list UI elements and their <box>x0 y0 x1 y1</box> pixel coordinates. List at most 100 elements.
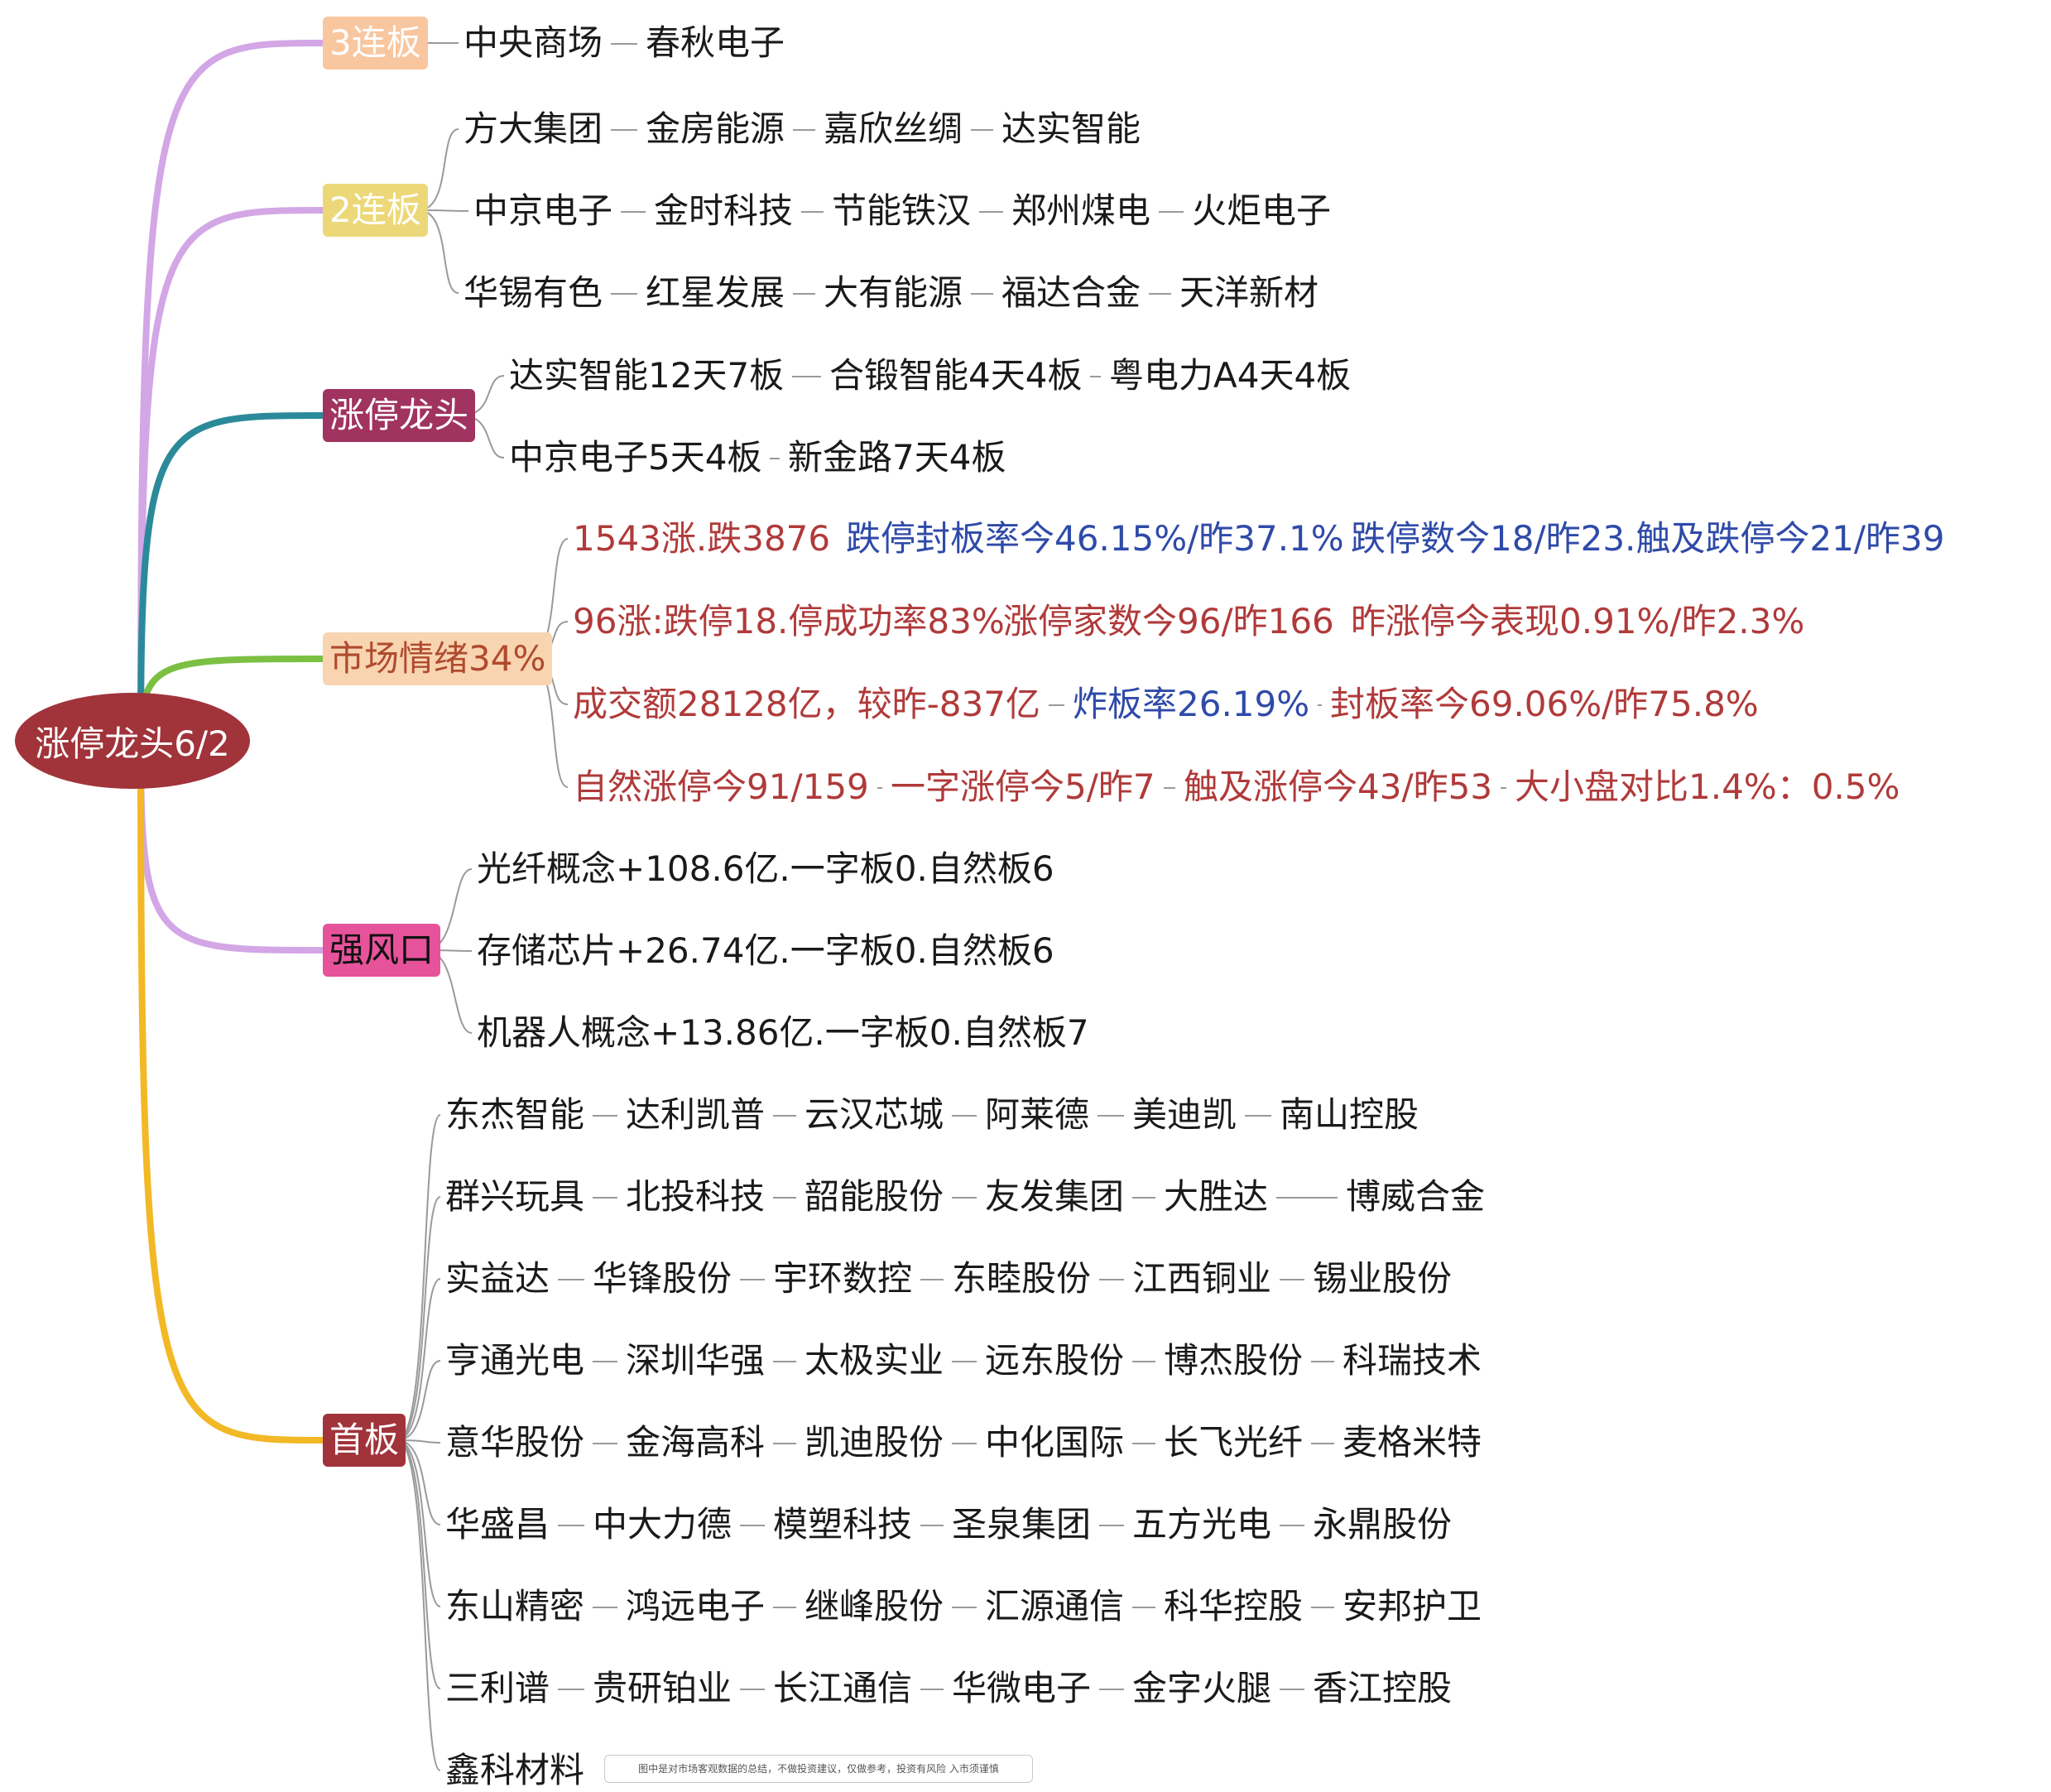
node-5-1-4[interactable]: 大胜达 <box>1164 1176 1269 1217</box>
node-3-2-2[interactable]: 封板率今69.06%/昨75.8% <box>1330 684 1759 724</box>
node-5-1-2[interactable]: 韶能股份 <box>805 1176 944 1217</box>
node-5-3-3[interactable]: 远东股份 <box>985 1340 1125 1381</box>
node-5-2-2[interactable]: 宇环数控 <box>773 1258 913 1299</box>
node-5-2-0[interactable]: 实益达 <box>445 1258 550 1299</box>
node-5-4-3[interactable]: 中化国际 <box>985 1422 1125 1463</box>
node-4-0-0[interactable]: 光纤概念+108.6亿.一字板0.自然板6 <box>477 848 1054 889</box>
branch-label-3[interactable]: 市场情绪34% <box>323 632 553 685</box>
node-5-5-5[interactable]: 永鼎股份 <box>1313 1504 1453 1545</box>
node-2-0-0[interactable]: 达实智能12天7板 <box>509 355 785 396</box>
node-5-5-1[interactable]: 中大力德 <box>593 1504 732 1545</box>
node-5-1-0[interactable]: 群兴玩具 <box>445 1176 585 1217</box>
node-5-3-5[interactable]: 科瑞技术 <box>1343 1340 1482 1381</box>
node-5-0-0[interactable]: 东杰智能 <box>445 1094 585 1135</box>
node-5-2-3[interactable]: 东睦股份 <box>952 1258 1092 1299</box>
node-connector <box>1132 1443 1155 1444</box>
node-5-5-4[interactable]: 五方光电 <box>1132 1504 1272 1545</box>
node-connector <box>773 1197 796 1199</box>
node-5-4-1[interactable]: 金海高科 <box>626 1422 766 1463</box>
node-5-3-1[interactable]: 深圳华强 <box>626 1340 766 1381</box>
node-5-7-2[interactable]: 长江通信 <box>773 1668 913 1708</box>
node-5-7-4[interactable]: 金字火腿 <box>1132 1668 1272 1708</box>
branch-label-4[interactable]: 强风口 <box>323 924 441 977</box>
node-3-1-1[interactable]: 涨停家数今96/昨166 <box>1003 601 1334 641</box>
node-1-1-4[interactable]: 火炬电子 <box>1192 190 1332 231</box>
node-5-1-5[interactable]: 博威合金 <box>1346 1176 1486 1217</box>
node-connector <box>1159 211 1184 213</box>
node-4-1-0[interactable]: 存储芯片+26.74亿.一字板0.自然板6 <box>477 930 1054 971</box>
node-5-0-5[interactable]: 南山控股 <box>1280 1094 1419 1135</box>
node-3-1-0[interactable]: 96涨:跌停18.停成功率83% <box>573 601 1005 641</box>
node-1-2-0[interactable]: 华锡有色 <box>464 272 603 313</box>
node-5-4-0[interactable]: 意华股份 <box>445 1422 585 1463</box>
node-5-7-1[interactable]: 贵研铂业 <box>593 1668 732 1708</box>
node-5-2-5[interactable]: 锡业股份 <box>1313 1258 1453 1299</box>
node-3-1-2[interactable]: 昨涨停今表现0.91%/昨2.3% <box>1351 601 1805 641</box>
node-5-8-0[interactable]: 鑫科材料 <box>445 1750 585 1790</box>
node-3-3-1[interactable]: 一字涨停今5/昨7 <box>891 766 1155 807</box>
node-5-5-2[interactable]: 模塑科技 <box>773 1504 913 1545</box>
node-2-0-2[interactable]: 粤电力A4天4板 <box>1109 355 1352 396</box>
node-5-6-0[interactable]: 东山精密 <box>445 1586 585 1626</box>
branch-label-5[interactable]: 首板 <box>323 1414 406 1467</box>
node-1-0-2[interactable]: 嘉欣丝绸 <box>824 108 963 149</box>
node-connector <box>1132 1361 1155 1362</box>
node-connector <box>952 1607 977 1608</box>
node-3-0-1[interactable]: 跌停封板率今46.15%/昨37.1% <box>846 518 1344 559</box>
branch-label-1[interactable]: 2连板 <box>323 184 428 237</box>
node-3-3-2[interactable]: 触及涨停今43/昨53 <box>1184 766 1493 807</box>
node-1-1-2[interactable]: 节能铁汉 <box>832 190 972 231</box>
node-4-2-0[interactable]: 机器人概念+13.86亿.一字板0.自然板7 <box>477 1012 1089 1053</box>
node-5-3-2[interactable]: 太极实业 <box>805 1340 944 1381</box>
node-5-6-4[interactable]: 科华控股 <box>1164 1586 1304 1626</box>
node-5-5-0[interactable]: 华盛昌 <box>445 1504 550 1545</box>
node-3-3-3[interactable]: 大小盘对比1.4%：0.5% <box>1515 766 1900 807</box>
node-5-4-5[interactable]: 麦格米特 <box>1343 1422 1482 1463</box>
node-5-2-1[interactable]: 华锋股份 <box>593 1258 732 1299</box>
node-2-1-0[interactable]: 中京电子5天4板 <box>509 437 762 478</box>
node-3-0-2[interactable]: 跌停数今18/昨23.触及跌停今21/昨39 <box>1351 518 1945 559</box>
node-1-2-4[interactable]: 天洋新材 <box>1179 272 1319 313</box>
node-1-0-1[interactable]: 金房能源 <box>646 108 785 149</box>
root-node[interactable]: 涨停龙头6/2 <box>15 693 250 789</box>
node-0-0-0[interactable]: 中央商场 <box>464 22 603 63</box>
node-5-6-5[interactable]: 安邦护卫 <box>1343 1586 1482 1626</box>
node-3-2-0[interactable]: 成交额28128亿，较昨-837亿 <box>573 684 1040 724</box>
branch-label-2[interactable]: 涨停龙头 <box>323 389 476 442</box>
node-5-0-2[interactable]: 云汉芯城 <box>805 1094 944 1135</box>
node-5-7-5[interactable]: 香江控股 <box>1313 1668 1453 1708</box>
node-1-1-0[interactable]: 中京电子 <box>473 190 613 231</box>
node-5-0-4[interactable]: 美迪凯 <box>1132 1094 1237 1135</box>
node-5-3-0[interactable]: 亨通光电 <box>445 1340 585 1381</box>
node-2-0-1[interactable]: 合锻智能4天4板 <box>829 355 1083 396</box>
node-2-1-1[interactable]: 新金路7天4板 <box>788 437 1006 478</box>
node-5-7-0[interactable]: 三利谱 <box>445 1668 550 1708</box>
node-3-3-0[interactable]: 自然涨停今91/159 <box>573 766 869 807</box>
node-5-1-3[interactable]: 友发集团 <box>985 1176 1125 1217</box>
node-5-7-3[interactable]: 华微电子 <box>952 1668 1092 1708</box>
node-5-6-3[interactable]: 汇源通信 <box>985 1586 1125 1626</box>
node-5-2-4[interactable]: 江西铜业 <box>1132 1258 1272 1299</box>
node-1-2-3[interactable]: 福达合金 <box>1001 272 1141 313</box>
node-5-3-4[interactable]: 博杰股份 <box>1164 1340 1304 1381</box>
node-1-2-1[interactable]: 红星发展 <box>646 272 785 313</box>
node-1-0-3[interactable]: 达实智能 <box>1001 108 1141 149</box>
node-0-0-1[interactable]: 春秋电子 <box>646 22 785 63</box>
node-5-0-1[interactable]: 达利凯普 <box>626 1094 766 1135</box>
node-3-2-1[interactable]: 炸板率26.19% <box>1073 684 1310 724</box>
node-5-6-1[interactable]: 鸿远电子 <box>626 1586 766 1626</box>
node-5-4-4[interactable]: 长飞光纤 <box>1164 1422 1304 1463</box>
node-5-5-3[interactable]: 圣泉集团 <box>952 1504 1092 1545</box>
node-connector <box>558 1279 584 1280</box>
node-1-0-0[interactable]: 方大集团 <box>464 108 603 149</box>
node-1-1-1[interactable]: 金时科技 <box>654 190 794 231</box>
node-5-4-2[interactable]: 凯迪股份 <box>805 1422 944 1463</box>
node-5-1-1[interactable]: 北投科技 <box>626 1176 766 1217</box>
node-5-0-3[interactable]: 阿莱德 <box>985 1094 1090 1135</box>
node-1-2-2[interactable]: 大有能源 <box>824 272 963 313</box>
node-3-0-0[interactable]: 1543涨.跌3876 <box>573 518 831 559</box>
node-1-1-3[interactable]: 郑州煤电 <box>1011 190 1151 231</box>
branch-label-0[interactable]: 3连板 <box>323 17 428 70</box>
node-connector <box>1099 1525 1124 1526</box>
node-5-6-2[interactable]: 继峰股份 <box>805 1586 944 1626</box>
